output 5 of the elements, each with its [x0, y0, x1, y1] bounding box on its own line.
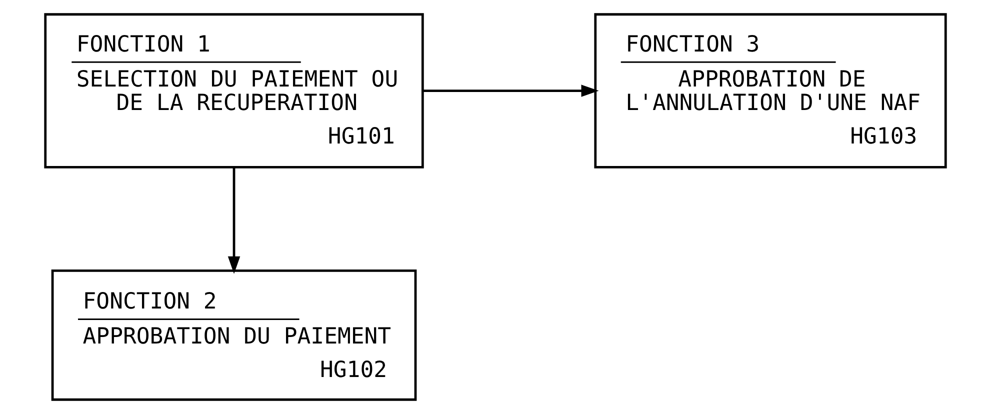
arrow — [227, 167, 240, 274]
node-box: FONCTION 3 APPROBATION DE L'ANNULATION D'UNE NAF HG103 — [594, 13, 946, 168]
node-box: FONCTION 2 APPROBATION DU PAIEMENT HG102 — [50, 269, 416, 401]
arrow — [422, 84, 598, 97]
node-box: FONCTION 1 SELECTION DU PAIEMENT OU DE LA RECUPERATION HG101 — [44, 13, 424, 168]
